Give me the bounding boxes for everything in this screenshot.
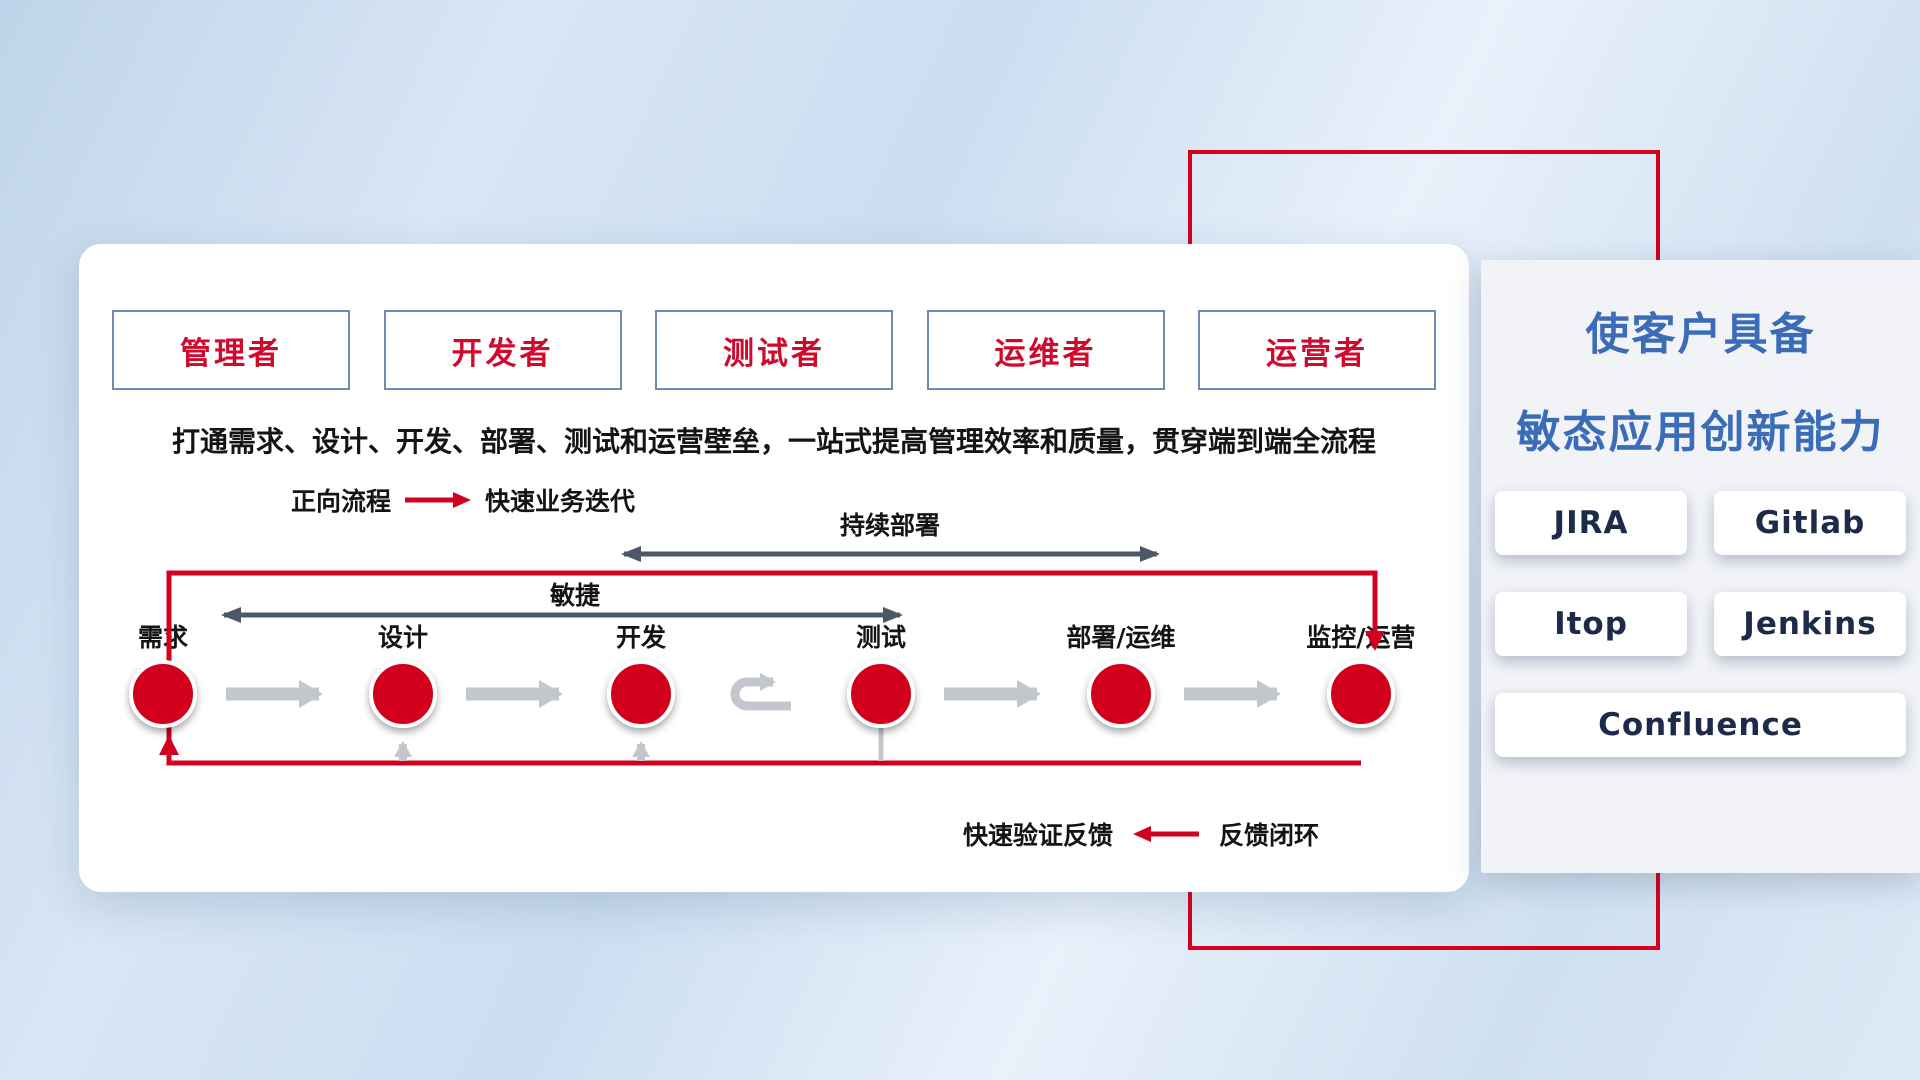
panel-title-line2: 敏态应用创新能力 bbox=[1516, 407, 1885, 458]
main-card: 管理者 开发者 测试者 运维者 运营者 打通需求、设计、开发、部署、测试和运营壁… bbox=[79, 244, 1469, 892]
tool-box-itop: Itop bbox=[1495, 592, 1687, 656]
role-label: 运维者 bbox=[994, 335, 1097, 372]
stage-node-requirements bbox=[129, 660, 197, 728]
forward-flow-label: 正向流程 bbox=[291, 487, 392, 516]
stage-label-requirements: 需求 bbox=[137, 623, 188, 652]
feedback-loop-line bbox=[166, 570, 1385, 766]
stage-label-testing: 测试 bbox=[855, 623, 906, 652]
panel-title: 使客户具备 敏态应用创新能力 bbox=[1481, 260, 1920, 482]
role-box-developer: 开发者 bbox=[383, 310, 622, 390]
role-box-tester: 测试者 bbox=[655, 310, 893, 390]
feedback-arrow-icon bbox=[1133, 826, 1200, 842]
tool-box-jira: JIRA bbox=[1495, 491, 1687, 555]
stage-node-design bbox=[369, 660, 437, 728]
tool-box-gitlab: Gitlab bbox=[1714, 491, 1906, 555]
forward-flow-arrow-icon bbox=[405, 492, 472, 508]
feedback-legend-label: 快速验证反馈 bbox=[963, 821, 1114, 850]
role-box-operator: 运营者 bbox=[1198, 310, 1436, 390]
role-label: 开发者 bbox=[451, 335, 554, 372]
feedback-legend-value: 反馈闭环 bbox=[1219, 821, 1320, 850]
continuous-deployment-label: 持续部署 bbox=[839, 511, 940, 540]
agile-label: 敏捷 bbox=[549, 581, 600, 610]
stage-node-testing bbox=[847, 660, 915, 728]
rework-loop-icon bbox=[730, 673, 791, 711]
right-panel: 使客户具备 敏态应用创新能力 JIRA Gitlab Itop Jenkins … bbox=[1481, 260, 1920, 873]
tool-box-jenkins: Jenkins bbox=[1714, 592, 1906, 656]
roles-row: 管理者 开发者 测试者 运维者 运营者 bbox=[112, 310, 1436, 390]
panel-title-line1: 使客户具备 bbox=[1585, 309, 1816, 360]
flow-diagram bbox=[129, 546, 1395, 766]
stage-label-deploy-ops: 部署/运维 bbox=[1066, 623, 1176, 652]
role-box-manager: 管理者 bbox=[112, 310, 350, 390]
feedback-legend: 快速验证反馈 反馈闭环 bbox=[963, 816, 1319, 852]
role-label: 管理者 bbox=[180, 335, 282, 372]
stage-label-design: 设计 bbox=[377, 623, 428, 652]
role-label: 测试者 bbox=[723, 335, 825, 372]
role-box-ops: 运维者 bbox=[926, 310, 1165, 390]
role-label: 运营者 bbox=[1266, 335, 1368, 372]
stage-label-monitor-operate: 监控/运营 bbox=[1306, 623, 1416, 652]
stage-node-monitor bbox=[1327, 660, 1395, 728]
tools-grid: JIRA Gitlab Itop Jenkins Confluence bbox=[1495, 491, 1906, 757]
tool-box-confluence: Confluence bbox=[1495, 693, 1906, 757]
stage-node-deploy-ops bbox=[1087, 660, 1155, 728]
description-text: 打通需求、设计、开发、部署、测试和运营壁垒，一站式提高管理效率和质量，贯穿端到端… bbox=[171, 425, 1376, 458]
stage-label-development: 开发 bbox=[615, 623, 666, 652]
forward-flow-legend: 正向流程 快速业务迭代 bbox=[291, 482, 635, 518]
forward-flow-value: 快速业务迭代 bbox=[485, 487, 636, 516]
stage-node-development bbox=[607, 660, 675, 728]
